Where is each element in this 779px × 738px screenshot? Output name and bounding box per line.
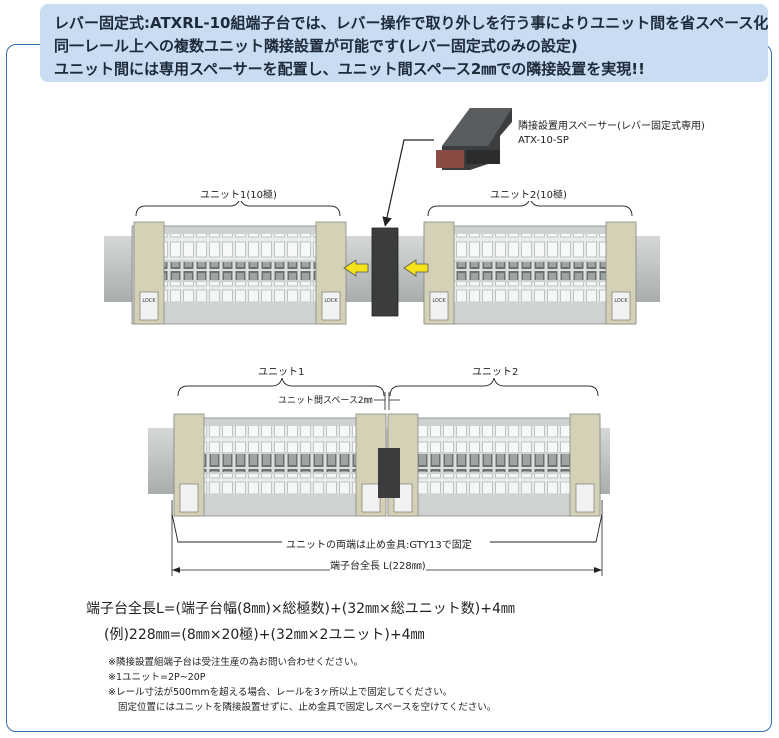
top-unit-2: LOCK LOCK [423,221,637,325]
note-item: ※1ユニット=2P~20P [108,672,206,683]
formula-general: 端子台全長L=(端子台幅(8㎜)×総極数)+(32㎜×総ユニット数)+4㎜ [86,601,515,617]
bottom-unit-1 [173,413,387,517]
brace-bottom-unit-1 [177,377,385,397]
banner-line-2: 同一レール上への複数ユニット隣接設置が可能です(レバー固定式のみの設定) [54,37,578,55]
total-length-label: 端子台全長 L(228㎜) [330,557,426,572]
formula-example: (例)228㎜=(8㎜×20極)+(32㎜×2ユニット)+4㎜ [104,627,425,643]
dim-arrow-left [172,567,180,573]
banner-line-1: レバー固定式:ATXRL-10組端子台では、レバー操作で取り外しを行う事によりユ… [54,14,769,32]
brace-bottom-unit-2 [389,377,599,397]
notes-block: ※隣接設置組端子台は受注生産の為お問い合わせください。 ※1ユニット=2P~20… [108,655,496,715]
end-stop-pointer-right [490,513,603,543]
spacer-model: ATX-10-SP [518,135,569,146]
note-item: ※隣接設置組端子台は受注生産の為お問い合わせください。 [108,657,363,668]
banner-line-3: ユニット間には専用スペーサーを配置し、ユニット間スペース2㎜での隣接設置を実現!… [54,60,645,78]
top-unit-1: LOCK LOCK [131,221,347,325]
lock-label: LOCK [614,298,628,304]
end-stop-pointer-left [171,513,282,543]
bottom-spacer [378,448,400,498]
lock-label: LOCK [142,298,156,304]
spacer-product-image [436,108,512,170]
header-banner: レバー固定式:ATXRL-10組端子台では、レバー操作で取り外しを行う事によりユ… [40,4,768,82]
yellow-arrow-right [403,259,429,277]
dim-arrow-right [594,567,602,573]
yellow-arrow-left [343,259,369,277]
lock-label: LOCK [324,298,338,304]
lock-label: LOCK [432,298,446,304]
top-unit-1-label: ユニット1(10極) [200,186,277,201]
spacer-caption: 隣接設置用スペーサー(レバー固定式専用) [518,119,705,132]
note-item: ※レール寸法が500mmを超える場合、レールを3ヶ所以上で固定してください。 [108,687,453,698]
bottom-unit-1-label: ユニット1 [258,363,305,378]
spacer-pointer-arrow [382,139,434,227]
bottom-unit-2-label: ユニット2 [472,363,519,378]
top-spacer [371,227,399,317]
gap-label: ユニット間スペース2㎜ [278,393,373,406]
end-stop-label: ユニットの両端は止め金具:GTY13で固定 [286,536,472,551]
bottom-unit-2 [387,413,601,517]
note-item: 固定位置にはユニットを隣接設置せずに、止め金具で固定しスペースを空けてください。 [118,702,497,713]
top-unit-2-label: ユニット2(10極) [490,186,567,201]
